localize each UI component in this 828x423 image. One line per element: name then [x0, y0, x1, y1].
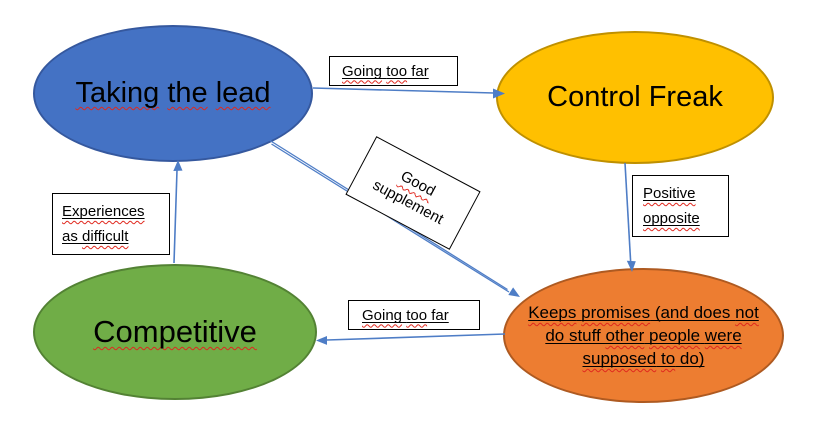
- arrowhead-up-icon: [173, 160, 183, 171]
- arrowhead-right-icon: [493, 88, 505, 99]
- text-line: as difficult: [62, 228, 129, 245]
- node-keeps-promises-ellipse[interactable]: Keeps promises (and does not do stuff oth…: [503, 268, 784, 403]
- spellcheck-squiggle-word: too: [386, 62, 408, 80]
- arrow-competitive-to-taking[interactable]: [173, 160, 183, 264]
- arrow-keeps-to-competitive[interactable]: [316, 333, 506, 345]
- node-taking-the-lead-ellipse[interactable]: Taking the lead: [33, 25, 313, 162]
- spellcheck-squiggle-word: to: [660, 349, 676, 368]
- spellcheck-squiggle-word: other: [605, 326, 645, 345]
- spellcheck-squiggle-word: not: [735, 303, 759, 322]
- label-positive-opposite[interactable]: Positive opposite: [632, 175, 729, 237]
- node-competitive-ellipse[interactable]: Competitive: [33, 264, 317, 400]
- arrowhead-down-icon: [626, 260, 636, 272]
- label-going-too-far-top[interactable]: Going too far: [329, 56, 458, 86]
- node-control-freak-ellipse[interactable]: Control Freak: [496, 31, 774, 164]
- arrowhead-left-icon: [316, 336, 327, 345]
- text-line: Control Freak: [547, 81, 723, 113]
- text-line: Competitive: [93, 314, 257, 350]
- label-experiences-as-difficult[interactable]: Experiences as difficult: [52, 193, 170, 255]
- spellcheck-squiggle-word: Positive: [643, 185, 696, 202]
- spellcheck-squiggle-word: Taking: [75, 77, 160, 109]
- text-line: Going too far: [362, 306, 449, 324]
- text-line: opposite: [643, 206, 728, 231]
- spellcheck-squiggle-word: opposite: [643, 210, 700, 227]
- arrowhead-diagonal-icon: [508, 287, 520, 297]
- spellcheck-squiggle-word: people: [649, 326, 701, 345]
- arrow-control-to-keeps[interactable]: [624, 162, 636, 272]
- spellcheck-squiggle-word: were: [704, 326, 742, 345]
- text-line: Experiences: [62, 199, 169, 224]
- spellcheck-squiggle-word: Competitive: [93, 314, 257, 349]
- text-line: Keeps promises (and does not: [528, 303, 759, 322]
- label-going-too-far-bottom[interactable]: Going too far: [348, 300, 480, 330]
- text-line: Positive: [643, 181, 728, 206]
- text-line: supposed to do): [582, 349, 705, 368]
- spellcheck-squiggle-word: promises: [581, 303, 651, 322]
- spellcheck-squiggle-word: Keeps: [528, 303, 577, 322]
- text-line: do stuff other people were: [545, 326, 742, 345]
- spellcheck-squiggle-word: Experiences: [62, 203, 145, 220]
- arrow-taking-to-control[interactable]: [312, 87, 505, 99]
- text-line: Taking the lead: [75, 77, 270, 110]
- spellcheck-squiggle-word: Going: [342, 62, 383, 80]
- spellcheck-squiggle-word: supposed: [582, 349, 657, 368]
- spellcheck-squiggle-word: difficult: [82, 228, 129, 245]
- spellcheck-squiggle-word: the: [167, 77, 208, 109]
- text-line: Going too far: [342, 62, 429, 80]
- spellcheck-squiggle-word: Going: [362, 306, 403, 324]
- spellcheck-squiggle-word: lead: [215, 77, 271, 109]
- spellcheck-squiggle-word: too: [406, 306, 428, 324]
